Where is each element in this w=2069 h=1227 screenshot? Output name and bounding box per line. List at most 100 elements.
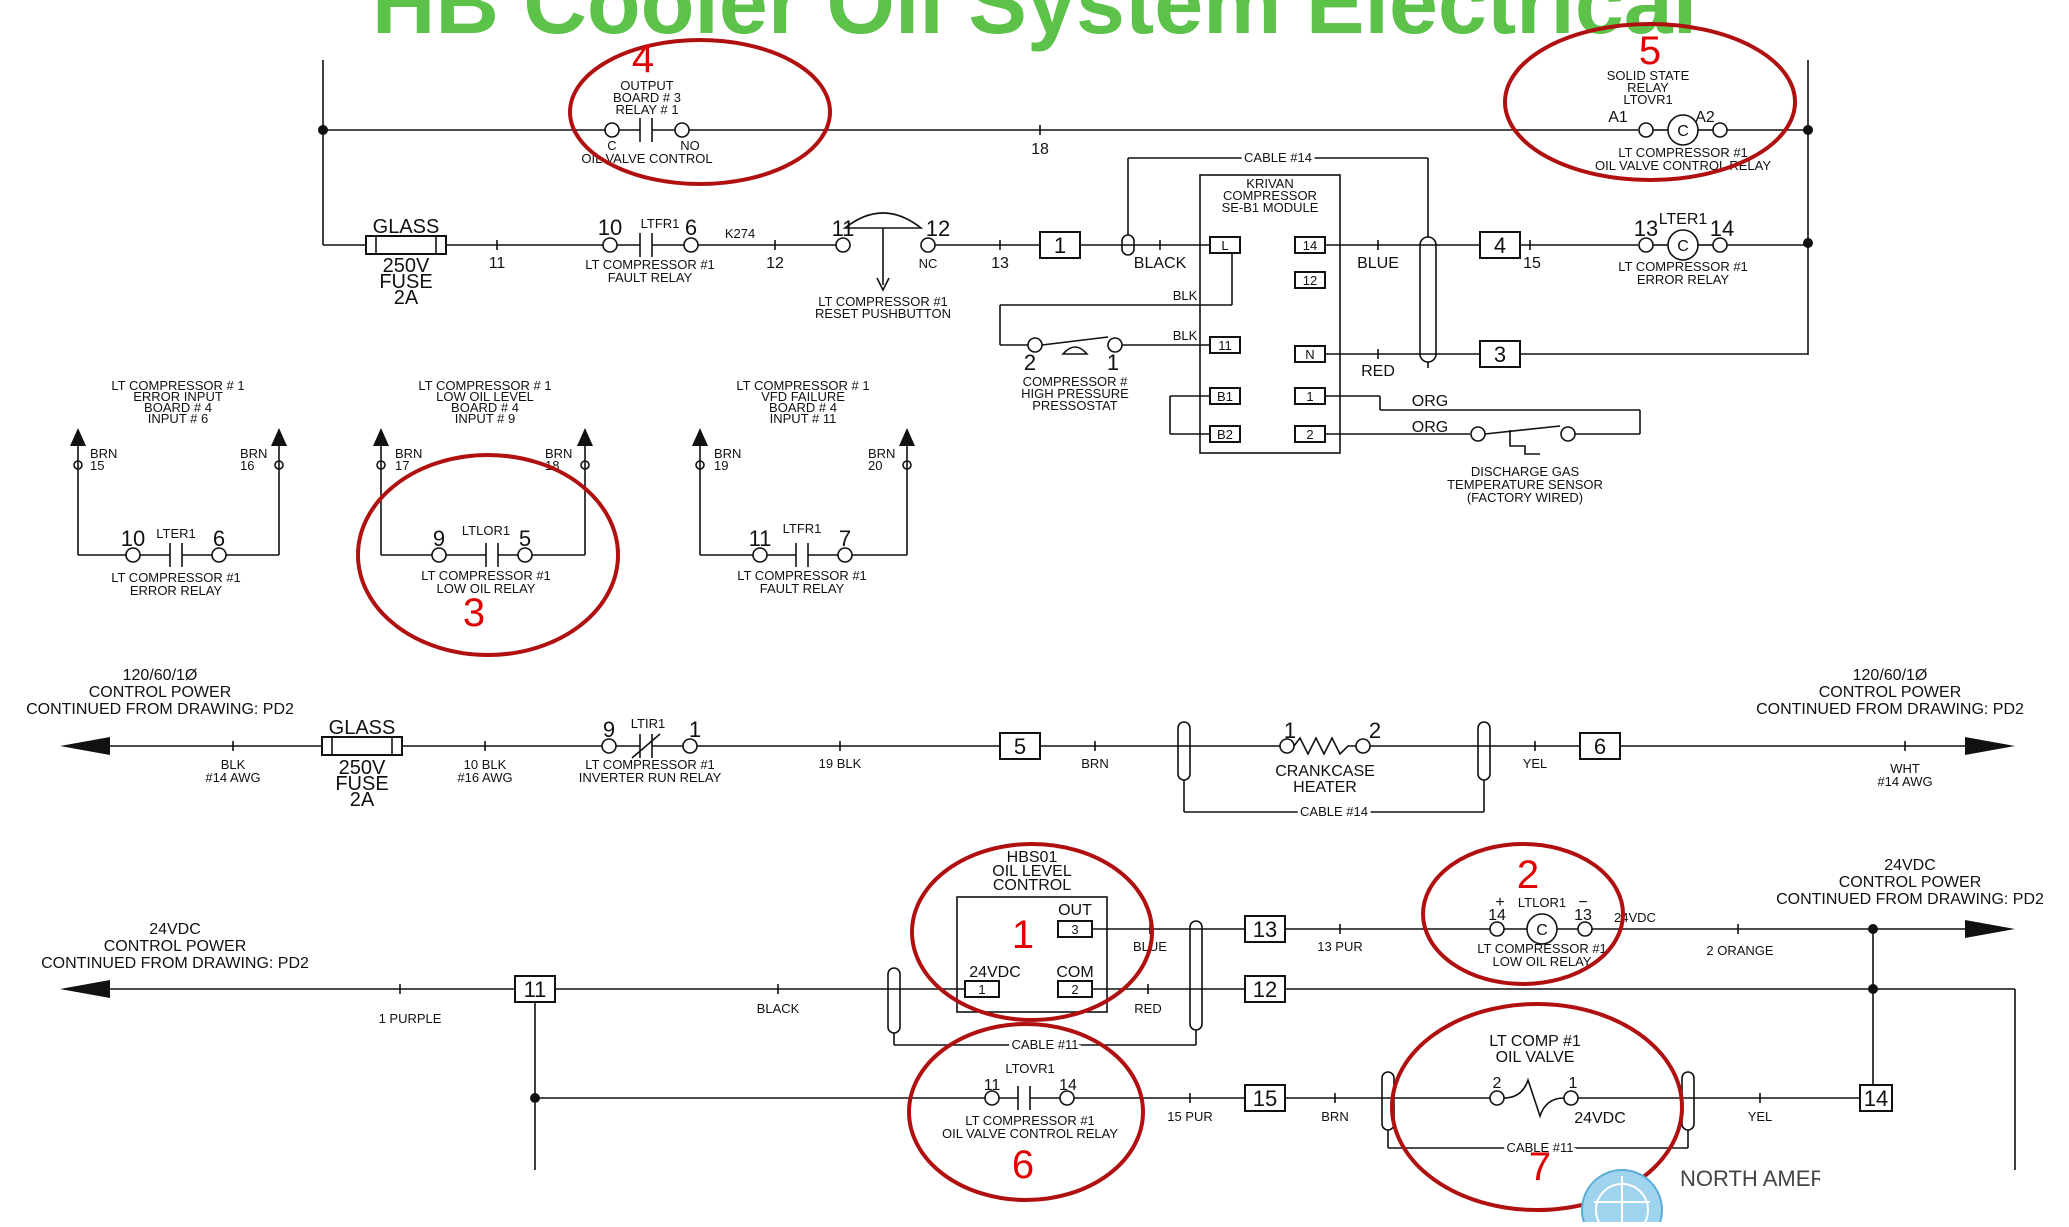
svg-text:KRIVAN: KRIVAN <box>1246 176 1293 191</box>
svg-text:LOW OIL LEVEL: LOW OIL LEVEL <box>436 389 534 404</box>
svg-text:15 PUR: 15 PUR <box>1167 1109 1213 1124</box>
svg-text:BOARD # 4: BOARD # 4 <box>451 400 519 415</box>
svg-text:COMPRESSOR: COMPRESSOR <box>1223 188 1317 203</box>
svg-text:WHT: WHT <box>1890 761 1920 776</box>
callout-1-circle <box>910 842 1154 1022</box>
svg-text:1: 1 <box>1569 1075 1578 1092</box>
svg-text:RELAY: RELAY <box>1627 80 1669 95</box>
svg-text:CONTINUED FROM DRAWING: PD2: CONTINUED FROM DRAWING: PD2 <box>41 955 309 972</box>
svg-text:10: 10 <box>598 215 622 240</box>
svg-text:11: 11 <box>984 1077 1001 1094</box>
callout-4-number: 4 <box>632 37 654 81</box>
svg-text:15: 15 <box>1523 255 1541 272</box>
svg-text:5: 5 <box>1014 734 1026 759</box>
heater-resistor <box>1293 736 1356 756</box>
svg-text:LT COMPRESSOR # 1: LT COMPRESSOR # 1 <box>736 378 869 393</box>
svg-text:10: 10 <box>121 526 145 551</box>
svg-text:A1: A1 <box>1608 109 1628 126</box>
svg-text:LTFR1: LTFR1 <box>641 216 680 231</box>
svg-text:12: 12 <box>1303 273 1317 288</box>
board-input-error: LT COMPRESSOR # 1 ERROR INPUT BOARD # 4 … <box>70 378 287 598</box>
svg-text:250V: 250V <box>339 757 386 779</box>
svg-text:15: 15 <box>90 458 104 473</box>
output-board-label-1: OUTPUT <box>620 78 674 93</box>
svg-text:24VDC: 24VDC <box>969 964 1021 981</box>
svg-text:FUSE: FUSE <box>335 773 388 795</box>
svg-text:7: 7 <box>839 526 851 551</box>
svg-text:1: 1 <box>978 982 985 997</box>
fuse-symbol <box>365 235 447 255</box>
svg-text:CONTROL POWER: CONTROL POWER <box>104 938 247 955</box>
svg-text:INPUT # 11: INPUT # 11 <box>770 411 837 426</box>
svg-text:CONTINUED FROM DRAWING: PD2: CONTINUED FROM DRAWING: PD2 <box>1756 701 2024 718</box>
svg-text:BRN: BRN <box>868 446 895 461</box>
svg-text:HBS01: HBS01 <box>1007 849 1058 866</box>
top-rungs: OUTPUT BOARD # 3 RELAY # 1 C NO OIL VALV… <box>318 60 1813 505</box>
svg-text:#14 AWG: #14 AWG <box>205 770 260 785</box>
svg-text:19: 19 <box>714 458 728 473</box>
svg-text:CONTROL POWER: CONTROL POWER <box>1819 684 1962 701</box>
svg-text:#16 AWG: #16 AWG <box>457 770 512 785</box>
svg-text:1: 1 <box>1054 233 1066 258</box>
callout-2-number: 2 <box>1517 853 1539 897</box>
svg-text:(FACTORY WIRED): (FACTORY WIRED) <box>1467 490 1583 505</box>
svg-text:LT COMPRESSOR #1: LT COMPRESSOR #1 <box>1618 145 1748 160</box>
svg-text:ORG: ORG <box>1412 393 1448 410</box>
svg-text:COMPRESSOR #: COMPRESSOR # <box>1023 374 1129 389</box>
callout-6-circle <box>907 1022 1145 1202</box>
svg-text:ERROR RELAY: ERROR RELAY <box>1637 272 1730 287</box>
svg-text:11: 11 <box>1218 338 1232 353</box>
svg-text:DISCHARGE GAS: DISCHARGE GAS <box>1471 464 1580 479</box>
svg-text:−: − <box>1578 894 1587 911</box>
svg-text:OIL LEVEL: OIL LEVEL <box>992 863 1072 880</box>
svg-text:2: 2 <box>1024 350 1036 375</box>
svg-text:A2: A2 <box>1695 109 1715 126</box>
svg-text:LT COMPRESSOR #1: LT COMPRESSOR #1 <box>1618 259 1748 274</box>
svg-text:13: 13 <box>1634 216 1658 241</box>
svg-text:14: 14 <box>1710 216 1734 241</box>
svg-text:20: 20 <box>868 458 882 473</box>
svg-text:BRN: BRN <box>240 446 267 461</box>
svg-text:C: C <box>1677 238 1689 255</box>
svg-text:CONTINUED FROM DRAWING: PD2: CONTINUED FROM DRAWING: PD2 <box>1776 891 2044 908</box>
company-logo: NORTH AMERICAN <box>1580 1158 1879 1227</box>
svg-text:C: C <box>607 138 616 153</box>
svg-text:B2: B2 <box>1217 427 1233 442</box>
svg-text:2A: 2A <box>350 789 375 811</box>
svg-text:GLASS: GLASS <box>373 216 440 238</box>
svg-text:14: 14 <box>1059 1077 1077 1094</box>
svg-text:14: 14 <box>1303 238 1317 253</box>
svg-text:LT COMPRESSOR #1: LT COMPRESSOR #1 <box>737 568 867 583</box>
svg-text:VFD FAILURE: VFD FAILURE <box>761 389 845 404</box>
svg-text:24VDC: 24VDC <box>149 921 201 938</box>
svg-text:9: 9 <box>603 717 615 742</box>
svg-text:14: 14 <box>1488 907 1506 924</box>
oil-valve-solenoid <box>1503 1077 1565 1119</box>
svg-text:24VDC: 24VDC <box>1884 857 1936 874</box>
svg-text:CABLE #11: CABLE #11 <box>1012 1037 1079 1052</box>
svg-text:14: 14 <box>1864 1086 1888 1111</box>
svg-text:LTIR1: LTIR1 <box>631 716 665 731</box>
svg-text:BLACK: BLACK <box>757 1001 800 1016</box>
svg-text:LOW OIL RELAY: LOW OIL RELAY <box>437 581 536 596</box>
svg-text:LT COMPRESSOR # 1: LT COMPRESSOR # 1 <box>418 378 551 393</box>
krivan-module <box>1199 174 1341 454</box>
control-power-24vdc: 24VDC CONTROL POWER CONTINUED FROM DRAWI… <box>41 849 2044 1170</box>
svg-text:10 BLK: 10 BLK <box>464 757 507 772</box>
svg-text:16: 16 <box>240 458 254 473</box>
svg-text:BRN: BRN <box>1321 1109 1348 1124</box>
svg-text:OIL VALVE: OIL VALVE <box>1496 1049 1575 1066</box>
svg-text:GLASS: GLASS <box>329 717 396 739</box>
svg-text:FAULT RELAY: FAULT RELAY <box>608 270 693 285</box>
svg-text:OUT: OUT <box>1058 902 1092 919</box>
svg-text:6: 6 <box>213 526 225 551</box>
svg-text:1: 1 <box>1284 718 1296 743</box>
svg-text:HIGH PRESSURE: HIGH PRESSURE <box>1021 386 1129 401</box>
svg-text:RELAY # 1: RELAY # 1 <box>615 102 678 117</box>
svg-text:LTOVR1: LTOVR1 <box>1005 1061 1054 1076</box>
svg-text:12: 12 <box>1253 977 1277 1002</box>
svg-text:CABLE #14: CABLE #14 <box>1244 150 1312 165</box>
svg-text:LTOVR1: LTOVR1 <box>1623 92 1672 107</box>
svg-text:11: 11 <box>749 526 772 551</box>
